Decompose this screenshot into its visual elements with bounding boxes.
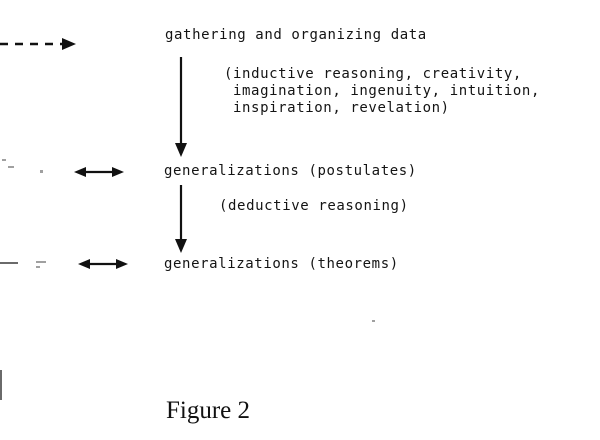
- node-gathering-organizing-data: gathering and organizing data: [165, 27, 427, 43]
- figure-caption: Figure 2: [166, 397, 251, 424]
- edge-mark-theorems-row-2: [36, 261, 46, 263]
- edge-mark-left-margin: [0, 370, 2, 400]
- node-generalizations-theorems: generalizations (theorems): [164, 256, 399, 272]
- double-arrow-postulates: [74, 167, 124, 177]
- note-inductive-line-1: (inductive reasoning, creativity,: [224, 66, 522, 82]
- note-inductive-reasoning: (inductive reasoning, creativity,imagina…: [224, 66, 540, 117]
- edge-mark-theorems-row-3: [36, 266, 40, 268]
- edge-mark-postulates-row-2: [40, 170, 43, 173]
- note-inductive-line-3: inspiration, revelation): [233, 100, 450, 116]
- dashed-arrow: [0, 38, 76, 50]
- node-generalizations-postulates: generalizations (postulates): [164, 163, 417, 179]
- edge-mark-theorems-row: [0, 262, 18, 264]
- down-arrow-deduction: [175, 185, 187, 253]
- double-arrow-theorems: [78, 259, 128, 269]
- speck-right: [372, 320, 375, 322]
- note-deductive-reasoning: (deductive reasoning): [219, 198, 409, 214]
- edge-mark-postulates-row: [8, 166, 14, 168]
- edge-mark-postulates-row-3: [2, 159, 6, 161]
- down-arrow-induction: [175, 57, 187, 157]
- note-inductive-line-2: imagination, ingenuity, intuition,: [233, 83, 540, 99]
